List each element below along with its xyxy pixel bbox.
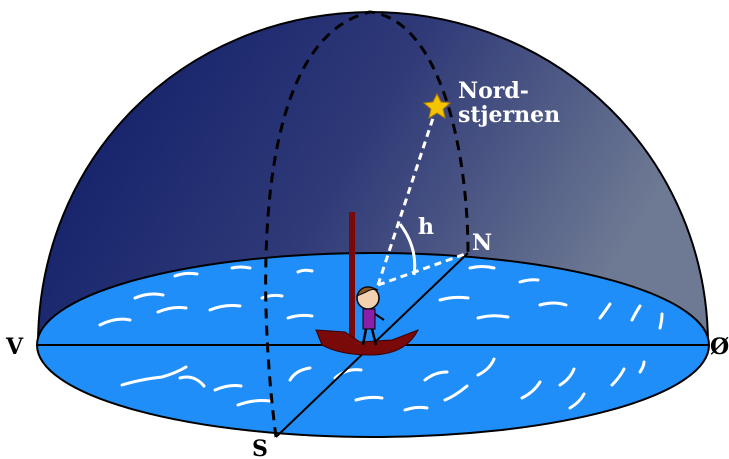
- wave-mark: [288, 366, 312, 382]
- label-west: V: [5, 334, 24, 360]
- wave-mark: [630, 304, 642, 322]
- wave-mark: [403, 405, 429, 412]
- boat-hull: [315, 329, 420, 356]
- star-icon: [422, 92, 452, 120]
- wave-mark: [133, 292, 165, 300]
- line-to-north: [377, 251, 469, 287]
- wave-mark: [476, 314, 510, 320]
- wave-mark: [558, 367, 576, 387]
- person-hair: [356, 286, 379, 297]
- wave-mark: [333, 368, 363, 380]
- person-leg-right: [370, 328, 378, 346]
- wave-mark: [296, 268, 314, 274]
- wave-mark: [443, 384, 469, 402]
- wave-mark: [468, 265, 496, 270]
- wave-mark: [156, 306, 188, 314]
- wave-mark: [98, 317, 132, 327]
- wave-mark: [213, 384, 243, 392]
- wave-mark: [208, 304, 242, 312]
- label-altitude: h: [418, 214, 434, 240]
- wave-mark: [173, 271, 199, 278]
- wave-mark: [538, 301, 568, 307]
- wave-mark: [610, 367, 626, 387]
- wave-mark: [236, 399, 272, 407]
- wave-mark: [423, 370, 449, 382]
- wave-mark: [230, 265, 252, 270]
- line-to-star: [376, 105, 439, 286]
- wave-mark: [260, 293, 284, 300]
- person-arm: [374, 313, 385, 321]
- altitude-angle-arc: [398, 223, 417, 276]
- wave-mark: [568, 392, 586, 410]
- sightlines: [376, 105, 469, 287]
- wave-mark: [438, 295, 470, 302]
- wave-mark: [286, 313, 314, 320]
- label-south: S: [252, 436, 268, 459]
- wave-mark: [520, 380, 542, 400]
- person-leg-left: [361, 328, 368, 346]
- wave-mark: [120, 365, 188, 387]
- sailboat-icon: [315, 212, 420, 356]
- label-star-line1: Nord-: [458, 78, 529, 104]
- wave-mark: [178, 375, 206, 388]
- wave-mark: [518, 278, 540, 284]
- label-north: N: [472, 230, 492, 256]
- wave-mark: [638, 360, 646, 374]
- wave-mark: [354, 395, 384, 402]
- label-east: Ø: [710, 334, 729, 360]
- wave-mark: [476, 357, 496, 377]
- person-body: [362, 308, 376, 330]
- label-star-line2: stjernen: [458, 102, 560, 128]
- wave-mark: [658, 312, 664, 330]
- sea-waves: [98, 265, 664, 412]
- meridian-arc: [264, 10, 470, 438]
- boat-mast: [349, 212, 355, 342]
- person-icon: [356, 286, 385, 346]
- wave-mark: [598, 302, 612, 320]
